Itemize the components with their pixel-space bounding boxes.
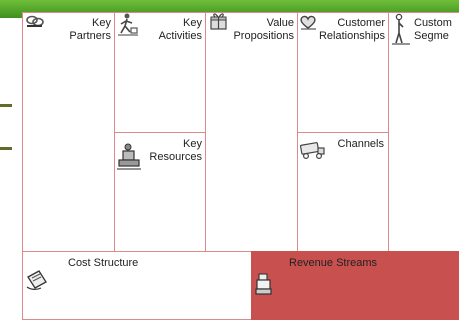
value-propositions-line1: Value <box>266 17 294 29</box>
customer-segments-line1: Custom <box>414 17 452 29</box>
price-tag-icon <box>26 270 47 290</box>
customer-relationships-line1: Customer <box>337 17 385 29</box>
worker-icon <box>118 13 138 36</box>
block-revenue-streams[interactable] <box>251 251 459 320</box>
left-dash-bottom <box>0 147 12 150</box>
customer-segments-line2: Segme <box>414 30 449 42</box>
value-propositions-label: Value Propositions <box>214 17 294 43</box>
block-customer-segments[interactable] <box>388 12 459 252</box>
gift-icon <box>210 13 227 30</box>
key-resources-label: Key Resources <box>130 138 202 164</box>
key-partners-line2: Partners <box>69 30 111 42</box>
person-icon <box>392 13 410 45</box>
customer-relationships-line2: Relationships <box>318 30 385 42</box>
channels-label: Channels <box>320 138 384 151</box>
key-resources-line2: Resources <box>149 151 202 163</box>
left-dash-top <box>0 104 12 107</box>
block-value-propositions[interactable] <box>205 12 298 252</box>
value-propositions-line2: Propositions <box>233 30 294 42</box>
key-activities-line1: Key <box>183 17 202 29</box>
truck-icon <box>299 142 325 160</box>
key-resources-line1: Key <box>183 138 202 150</box>
key-activities-line2: Activities <box>158 30 202 42</box>
chain-link-icon <box>26 15 44 27</box>
channels-line1: Channels <box>337 138 384 150</box>
customer-relationships-label: Customer Relationships <box>305 17 385 43</box>
block-key-partners[interactable] <box>22 12 115 252</box>
cost-structure-label: Cost Structure <box>68 257 139 269</box>
key-partners-label: Key Partners <box>40 17 111 43</box>
customer-segments-label: Custom Segme <box>414 17 459 43</box>
cash-register-icon <box>255 273 272 295</box>
factory-worker-icon <box>117 143 141 170</box>
heart-icon <box>300 15 316 30</box>
key-activities-label: Key Activities <box>130 17 202 43</box>
revenue-streams-label: Revenue Streams <box>289 257 378 269</box>
key-partners-line1: Key <box>92 17 111 29</box>
